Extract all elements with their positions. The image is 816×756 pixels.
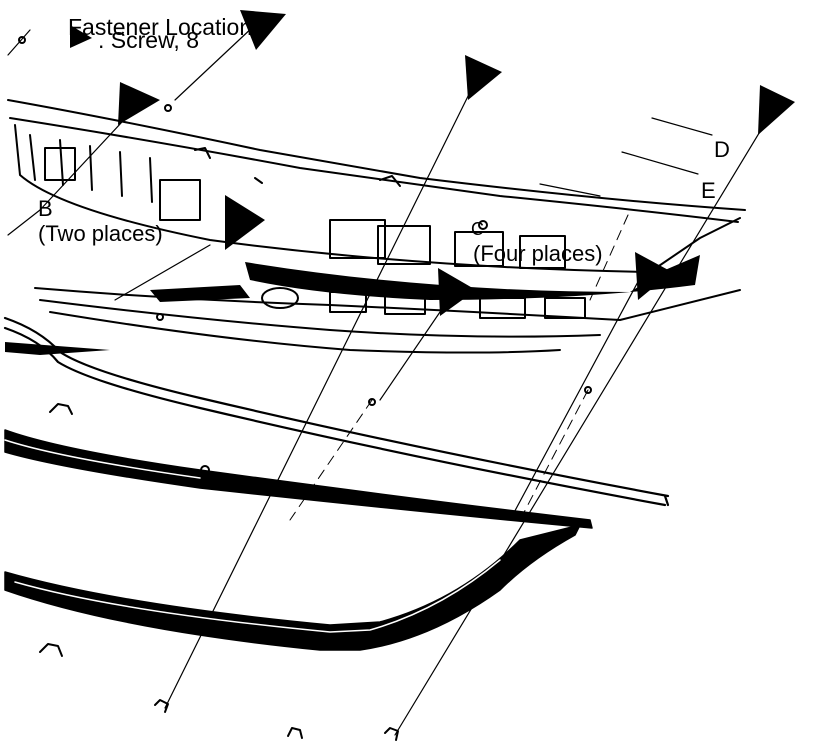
chrome-strip [3,316,670,507]
clip-glyphs [18,36,592,741]
trim-highlight [4,439,201,479]
arrowhead-right [758,85,795,135]
callout-e-label: E [701,178,716,203]
fastener-axes [289,214,629,521]
callout-b-note: (Two places) [38,221,163,246]
callout-d-label: D [714,137,730,162]
flag-arrowheads [70,10,795,316]
callout-c-label: C [471,219,484,239]
callout-c-note: (Four places) [473,241,603,266]
middle-grille [34,287,741,354]
callout-b-label: B [38,196,53,221]
grille-dark-band [245,255,700,300]
arrowhead-b [118,82,160,125]
lower-trim-strip [4,429,593,529]
arrowhead-center [465,55,502,100]
diagram-title: Fastener Locations [68,14,264,40]
de-pointers [539,117,713,197]
arrowhead-c-left [225,195,265,250]
arrowhead-c-right [635,252,672,300]
upper-grille [7,99,746,273]
arrowhead-top-left [70,25,92,48]
arrowhead-c-mid [438,268,476,316]
legend-item-screw: . Screw, 8 [98,27,199,53]
middle-dark-band [5,285,250,355]
bottom-surround [4,524,581,651]
surround-highlight [14,559,501,633]
arrowhead-top [240,10,286,50]
